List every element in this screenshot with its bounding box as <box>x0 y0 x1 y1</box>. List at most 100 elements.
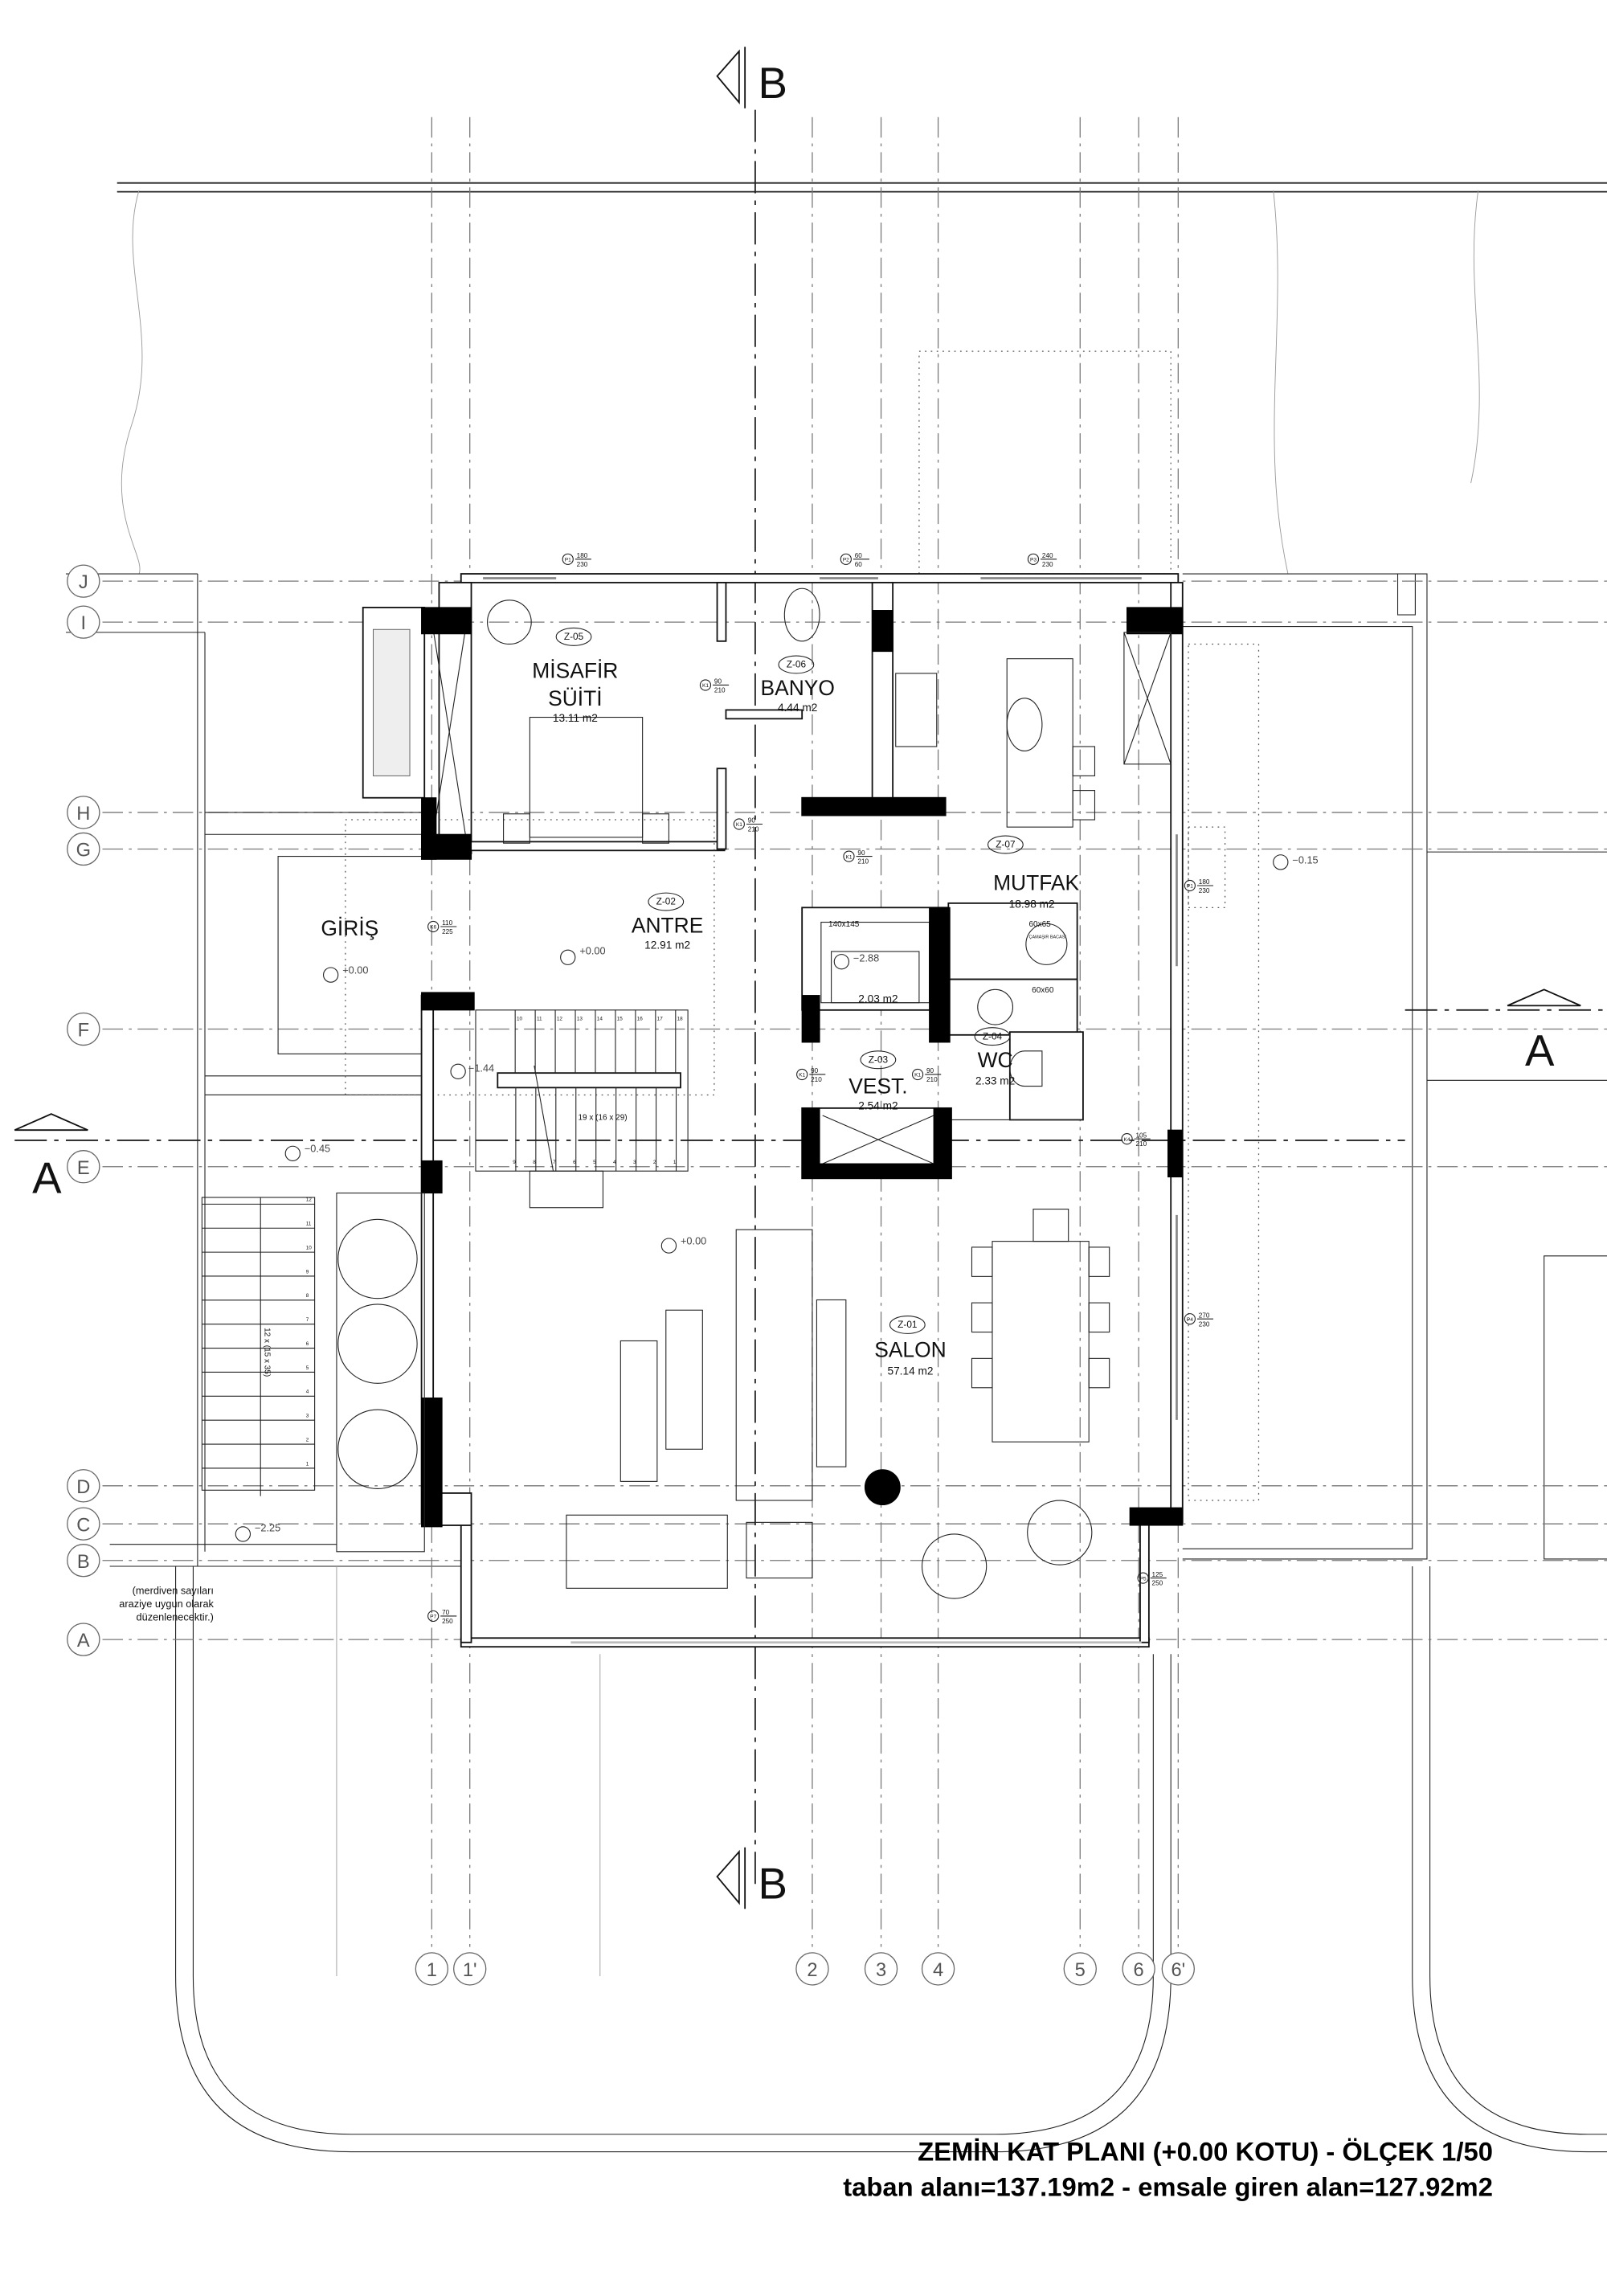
level-markers: +0.00 +0.00 −2.88 −1.44 −0.45 −0.15 +0.0… <box>235 854 1319 1542</box>
grid-label: D <box>76 1477 90 1498</box>
grid-label: G <box>76 841 91 862</box>
stair-step-number: 9 <box>513 1160 516 1165</box>
grid-label: E <box>77 1158 90 1179</box>
opening-height: 210 <box>1135 1140 1147 1148</box>
opening-height: 250 <box>442 1618 453 1625</box>
opening-height: 230 <box>1042 561 1053 568</box>
level-value: −1.44 <box>468 1062 494 1074</box>
room-name: VEST. <box>848 1074 907 1099</box>
stair-step-number: 10 <box>306 1245 313 1250</box>
grid-label: 1 <box>427 1960 437 1981</box>
level-lower: −2.25 <box>235 1521 280 1542</box>
stair-step-number: 1 <box>673 1160 677 1165</box>
opening-width: 60 <box>855 552 863 559</box>
section-b-top: B <box>716 47 787 108</box>
room-name: SALON <box>874 1338 947 1362</box>
room-labels: Z-05 MİSAFİR SÜİTİ 13.11 m2 Z-06 BANYO 4… <box>321 627 1080 1377</box>
room-name: BANYO <box>760 676 834 700</box>
level-terrace: −0.15 <box>1273 854 1319 870</box>
plan-areas: taban alanı=137.19m2 - emsale giren alan… <box>843 2171 1493 2201</box>
level-value: −0.45 <box>305 1143 330 1155</box>
opening-height: 230 <box>1199 887 1210 894</box>
level-hall: +0.00 <box>560 945 606 965</box>
grid-row-b: B <box>67 1544 100 1578</box>
opening-width: 70 <box>442 1609 450 1616</box>
level-value: +0.00 <box>579 945 605 957</box>
opening-height: 225 <box>442 928 453 935</box>
section-label: B <box>759 59 787 108</box>
stair-step-number: 12 <box>557 1017 563 1022</box>
opening-width: 90 <box>714 678 722 686</box>
opening-height: 250 <box>1152 1580 1163 1587</box>
section-label: A <box>1525 1026 1555 1075</box>
grid-row-d: D <box>67 1469 100 1503</box>
stair-step-number: 1 <box>306 1461 309 1467</box>
stair-step-number: 5 <box>593 1160 596 1165</box>
stair-step-number: 7 <box>553 1160 556 1165</box>
level-value: +0.00 <box>681 1234 706 1246</box>
columns <box>421 607 1184 1528</box>
stair-step-number: 5 <box>306 1365 309 1371</box>
opening-code: P1 <box>1187 884 1193 890</box>
stair-step-number: 8 <box>533 1160 536 1165</box>
opening-tag-p1: P1 180 230 <box>562 552 591 568</box>
note-line: (merdiven sayıları <box>133 1585 214 1597</box>
level-entry: +0.00 <box>323 964 368 983</box>
oven-size: 60x60 <box>1032 986 1054 995</box>
room-area: 12.91 m2 <box>644 939 690 951</box>
opening-width: 90 <box>748 817 756 825</box>
grid-label: 4 <box>933 1960 943 1981</box>
grid-row-i: I <box>67 605 100 639</box>
grid-label: A <box>77 1631 90 1651</box>
opening-height: 60 <box>855 561 863 568</box>
level-value: −0.15 <box>1292 854 1318 866</box>
stair-dimension: 19 x (16 x 29) <box>578 1113 627 1122</box>
room-hall: Z-02 ANTRE 12.91 m2 <box>632 892 703 951</box>
room-code: Z-06 <box>787 659 807 670</box>
grid-label: 6' <box>1171 1960 1185 1981</box>
section-b-bottom: B <box>716 1847 787 1909</box>
section-a-right: A <box>1507 988 1581 1075</box>
plan-title: ZEMİN KAT PLANI (+0.00 KOTU) - ÖLÇEK 1/5… <box>918 2137 1493 2167</box>
drawing-title: ZEMİN KAT PLANI (+0.00 KOTU) - ÖLÇEK 1/5… <box>843 2137 1493 2202</box>
stair-step-number: 2 <box>653 1160 656 1165</box>
stair-step-number: 9 <box>306 1269 309 1275</box>
opening-height: 230 <box>577 561 588 568</box>
furniture <box>336 587 1172 1599</box>
opening-width: 240 <box>1042 552 1053 559</box>
opening-code: P1 <box>565 558 571 563</box>
note-line: araziye uygun olarak <box>119 1598 214 1610</box>
stair-step-number: 3 <box>633 1160 636 1165</box>
stair-step-number: 16 <box>637 1017 644 1022</box>
opening-width: 125 <box>1152 1571 1163 1578</box>
site-context <box>65 182 1607 2153</box>
stair-step-number: 6 <box>306 1341 309 1347</box>
opening-width: 180 <box>577 552 588 559</box>
opening-code: K1 <box>799 1073 805 1078</box>
grid-row-g: G <box>67 832 100 866</box>
opening-code: P4 <box>1187 1317 1193 1323</box>
opening-height: 210 <box>714 687 726 694</box>
opening-width: 90 <box>857 849 865 857</box>
grid-col-3: 3 <box>864 1952 898 1986</box>
stair-step-number: 10 <box>517 1017 523 1022</box>
room-code: Z-03 <box>869 1054 889 1065</box>
section-markers: B B A A <box>14 47 1581 1909</box>
stair-step-number: 17 <box>657 1017 664 1022</box>
opening-width: 180 <box>1199 878 1210 886</box>
grid-col-labels: 1 1' 2 3 4 5 6 6' <box>415 1952 1195 1986</box>
room-code: Z-01 <box>898 1319 917 1330</box>
grid-label: B <box>77 1552 90 1573</box>
fridge-size: 60x65 <box>1029 920 1052 929</box>
room-code: Z-04 <box>983 1030 1003 1042</box>
grid-row-h: H <box>67 796 100 829</box>
stair-step-number: 8 <box>306 1293 309 1299</box>
grid-label: F <box>78 1021 89 1042</box>
